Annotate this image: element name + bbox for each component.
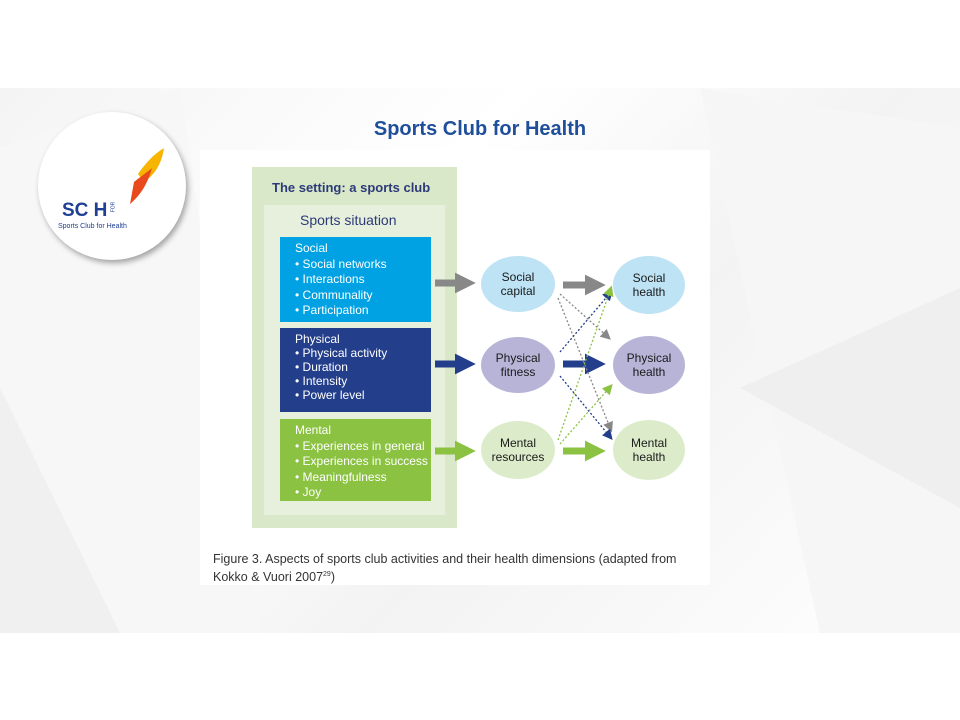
dotted-arrow — [559, 384, 613, 445]
node-label: health — [632, 450, 666, 464]
node-label: health — [632, 365, 666, 379]
logo-text: SC H — [62, 200, 108, 221]
category-item: • Meaningfulness — [295, 469, 387, 484]
logo-flame-icon — [130, 148, 164, 204]
category-item: • Intensity — [295, 374, 348, 388]
node-label: fitness — [500, 365, 536, 379]
category-item: • Interactions — [295, 272, 365, 286]
category-head: Physical — [295, 332, 340, 346]
caption-closing: ) — [330, 570, 335, 585]
dotted-arrow — [557, 285, 614, 441]
node-label: resources — [491, 450, 545, 464]
category-item: • Experiences in general — [295, 438, 425, 453]
node-label: Social — [501, 270, 535, 284]
node-label: Physical — [495, 351, 541, 365]
category-item: • Experiences in success — [295, 454, 428, 468]
category-item: • Communality — [295, 287, 373, 302]
situation-title: Sports situation — [300, 212, 397, 228]
node-label: Mental — [499, 436, 537, 450]
dotted-arrow — [559, 293, 611, 340]
category-item: • Duration — [295, 360, 348, 374]
category-item: • Participation — [295, 303, 369, 317]
category-item: • Social networks — [295, 256, 387, 271]
category-social: Social • Social networks • Interactions … — [280, 237, 431, 322]
figure-caption: Figure 3. Aspects of sports club activit… — [213, 551, 703, 585]
node-label: health — [632, 285, 666, 299]
category-item: • Power level — [295, 388, 365, 402]
category-head: Mental — [295, 423, 332, 437]
node-label: Physical — [626, 351, 672, 365]
logo: SC H FOR Sports Club for Health — [38, 112, 186, 260]
dotted-arrow — [559, 290, 613, 353]
category-head: Social — [295, 241, 328, 255]
category-mental: Mental • Experiences in general • Experi… — [280, 419, 431, 501]
logo-subtitle: Sports Club for Health — [58, 223, 127, 230]
node-label: Mental — [630, 436, 668, 450]
node-label: Social — [632, 271, 666, 285]
setting-title: The setting: a sports club — [272, 180, 431, 195]
slide-title: Sports Club for Health — [373, 118, 587, 140]
caption-text: Figure 3. Aspects of sports club activit… — [213, 552, 677, 585]
category-item: • Joy — [295, 485, 322, 499]
dotted-arrow — [559, 375, 613, 441]
caption-superscript: 29 — [323, 571, 331, 578]
category-physical: Physical • Physical activity • Duration … — [280, 328, 431, 412]
node-label: capital — [500, 284, 536, 298]
category-item: • Physical activity — [295, 346, 388, 360]
